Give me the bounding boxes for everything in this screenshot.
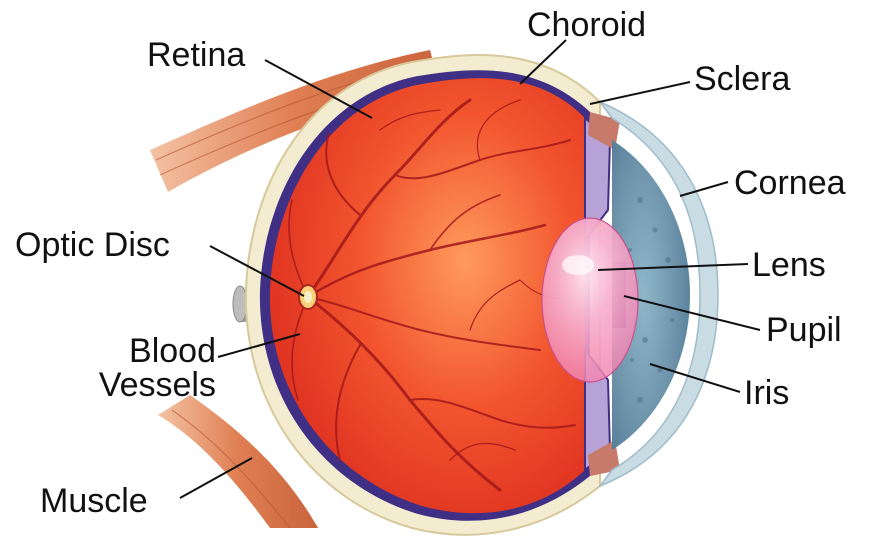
leader-sclera [590, 82, 690, 104]
label-muscle: Muscle [40, 484, 148, 518]
leader-retina [265, 60, 372, 118]
leader-blood-vessels [218, 334, 300, 357]
leader-choroid [520, 40, 566, 84]
label-retina: Retina [147, 38, 245, 72]
label-blood-line2: Vessels [92, 368, 216, 402]
label-blood-vessels: Blood Vessels [92, 334, 216, 402]
label-sclera: Sclera [694, 62, 790, 96]
leader-iris [650, 364, 740, 392]
label-optic-disc: Optic Disc [15, 228, 170, 262]
label-lens: Lens [752, 248, 826, 282]
leader-lens [598, 264, 748, 270]
leader-cornea [680, 182, 728, 196]
leader-pupil [624, 296, 760, 330]
label-cornea: Cornea [734, 166, 846, 200]
leader-muscle [180, 458, 252, 498]
label-blood-line1: Blood [92, 334, 216, 368]
label-pupil: Pupil [766, 313, 842, 347]
label-choroid: Choroid [527, 8, 646, 42]
label-iris: Iris [744, 376, 789, 410]
leader-optic-disc [210, 246, 304, 296]
